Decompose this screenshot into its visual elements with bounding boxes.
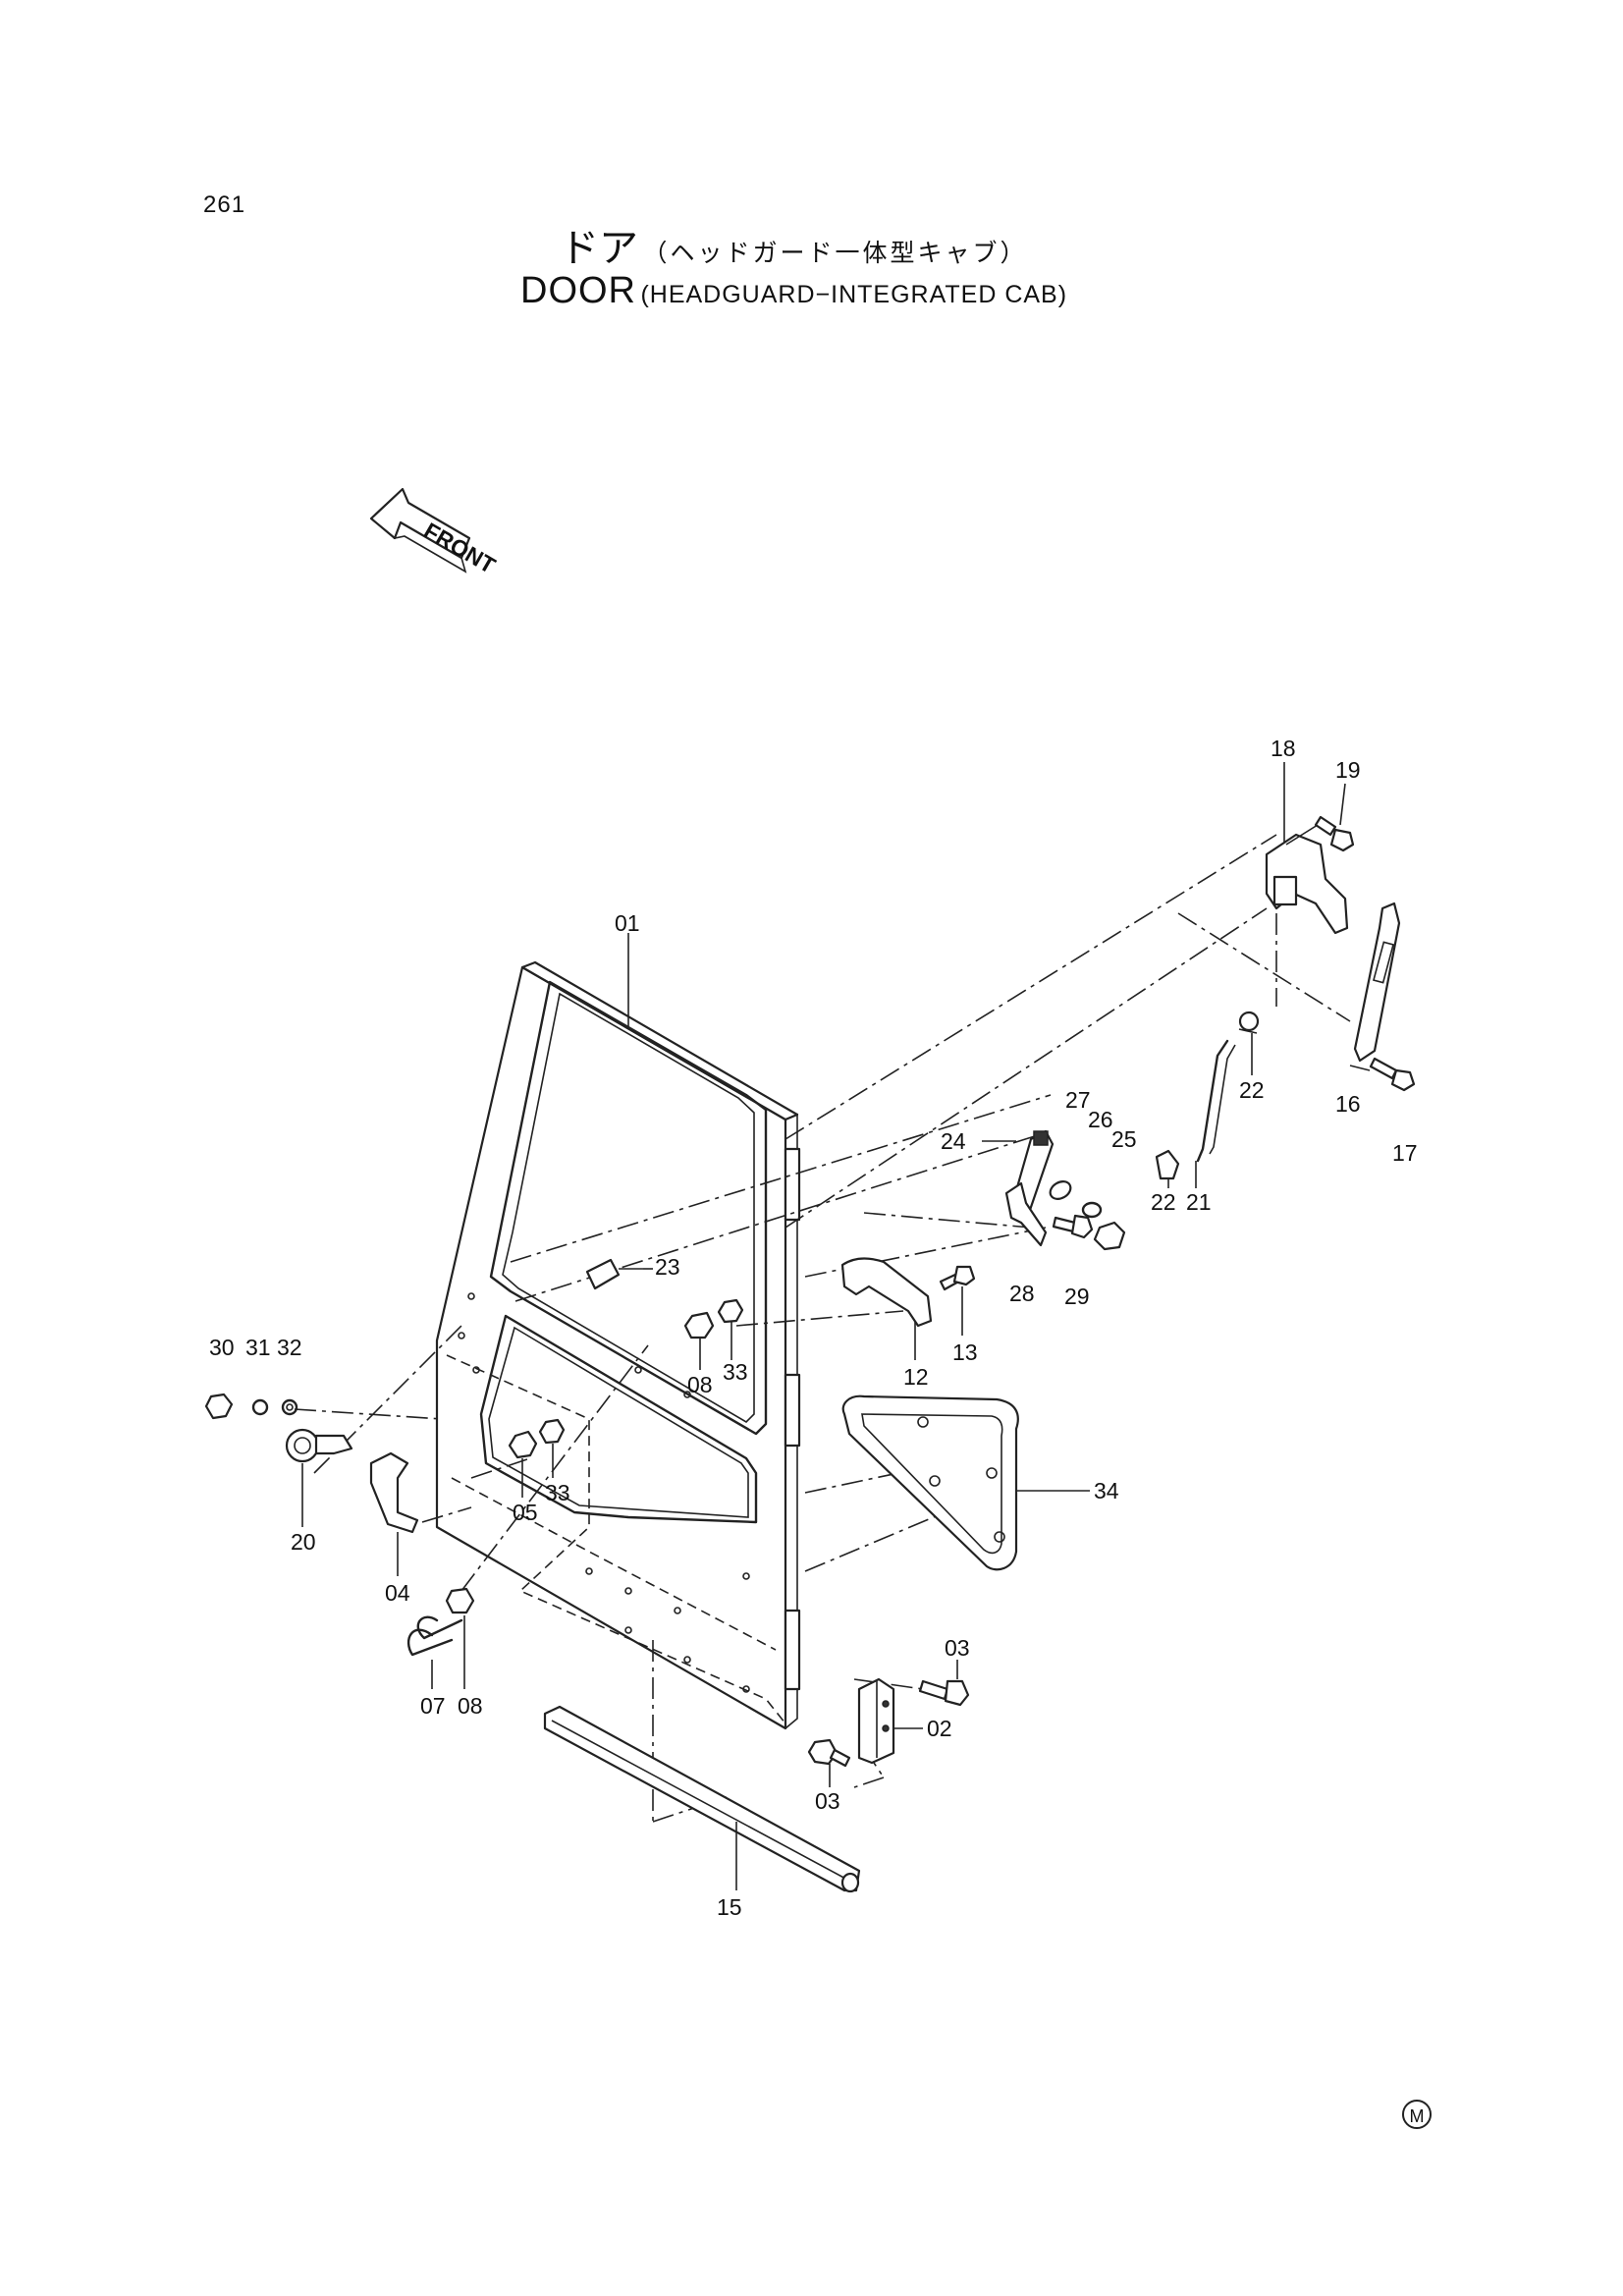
lock-04-part — [369, 1451, 419, 1534]
bracket-16-part — [1353, 902, 1401, 1063]
bolt-17-part — [1369, 1057, 1416, 1092]
callout-20: 20 — [291, 1529, 316, 1555]
snap-ring-26-part — [1081, 1201, 1103, 1219]
callout-01: 01 — [615, 910, 640, 936]
grip-handle-12-part — [840, 1257, 933, 1328]
assembly-guide-lines — [294, 834, 1351, 1823]
nut-33-lower-part — [538, 1418, 566, 1445]
callout-33-lower: 33 — [545, 1480, 570, 1505]
seal-15-part — [543, 1705, 861, 1893]
title-english: DOOR (HEADGUARD−INTEGRATED CAB) — [520, 270, 1067, 312]
callout-29: 29 — [1064, 1284, 1090, 1309]
hinge-02-part — [857, 1677, 895, 1765]
callout-08-upper: 08 — [687, 1372, 713, 1397]
nut-33-upper-part — [717, 1298, 744, 1324]
callout-03-upper: 03 — [945, 1635, 970, 1661]
title-japanese-sub: （ヘッドガード一体型キャブ） — [642, 240, 1028, 267]
leader-lines — [301, 762, 1371, 1890]
callout-21: 21 — [1186, 1189, 1212, 1215]
bolt-19-part — [1314, 815, 1355, 852]
rod-21-part — [1196, 1039, 1236, 1163]
manufacturer-mark: M — [1402, 2100, 1432, 2129]
callout-05: 05 — [513, 1500, 538, 1525]
callout-25: 25 — [1111, 1126, 1137, 1152]
callout-27: 27 — [1065, 1087, 1091, 1113]
callout-18: 18 — [1271, 736, 1296, 761]
clip-22-upper-part — [1238, 1011, 1260, 1034]
callout-24: 24 — [941, 1128, 966, 1154]
latch-assembly-part — [1265, 819, 1349, 935]
callout-03-lower: 03 — [815, 1788, 840, 1814]
callout-32: 32 — [277, 1335, 302, 1360]
knob-20-part — [285, 1428, 353, 1463]
nut-25-part — [1093, 1221, 1126, 1251]
callout-labels: 01 02 03 03 04 05 07 08 08 12 13 15 16 1… — [209, 736, 1418, 1920]
callout-08-lower: 08 — [458, 1693, 483, 1719]
callout-26: 26 — [1088, 1107, 1113, 1132]
bolt-29-part — [1052, 1214, 1094, 1239]
lever-28-part — [1004, 1181, 1048, 1247]
door-frame-part — [435, 960, 801, 1730]
page-number: 261 — [203, 191, 246, 218]
callout-19: 19 — [1335, 757, 1361, 783]
callout-13: 13 — [952, 1339, 978, 1365]
callout-34: 34 — [1094, 1478, 1119, 1503]
nut-08-lower-part — [445, 1587, 475, 1614]
title-english-main: DOOR — [520, 270, 636, 311]
callout-15: 15 — [717, 1894, 742, 1920]
clip-22-lower-part — [1155, 1149, 1180, 1180]
title-english-sub: (HEADGUARD−INTEGRATED CAB) — [640, 281, 1068, 308]
callout-02: 02 — [927, 1716, 952, 1741]
nut-30-part — [204, 1393, 234, 1420]
callout-17: 17 — [1392, 1140, 1418, 1166]
callout-28: 28 — [1009, 1281, 1035, 1306]
title-japanese: ドア （ヘッドガード一体型キャブ） — [560, 216, 1027, 273]
washer-31-part — [251, 1398, 269, 1416]
nut-08-upper-part — [683, 1311, 715, 1339]
washer-27-part — [1049, 1180, 1072, 1200]
callout-16: 16 — [1335, 1091, 1361, 1117]
bolt-03-lower-part — [807, 1738, 851, 1768]
callout-22-lower: 22 — [1151, 1189, 1176, 1215]
front-arrow-label: FRONT — [420, 518, 501, 578]
callout-07: 07 — [420, 1693, 446, 1719]
washer-32-part — [281, 1398, 298, 1416]
callout-23: 23 — [655, 1254, 680, 1280]
callout-30: 30 — [209, 1335, 235, 1360]
nut-05-part — [508, 1430, 538, 1459]
title-japanese-main: ドア — [560, 227, 638, 270]
striker-23-part — [585, 1258, 643, 1290]
callout-04: 04 — [385, 1580, 410, 1606]
u-clamp-07-part — [406, 1615, 463, 1657]
callout-12: 12 — [903, 1364, 929, 1390]
callout-33-upper: 33 — [723, 1359, 748, 1385]
callout-22-upper: 22 — [1239, 1077, 1265, 1103]
trim-frame-34-part — [841, 1394, 1019, 1571]
bolt-03-upper-part — [918, 1679, 970, 1707]
callout-31: 31 — [245, 1335, 271, 1360]
bolt-13-part — [939, 1265, 976, 1291]
front-arrow-icon: FRONT — [369, 487, 501, 578]
